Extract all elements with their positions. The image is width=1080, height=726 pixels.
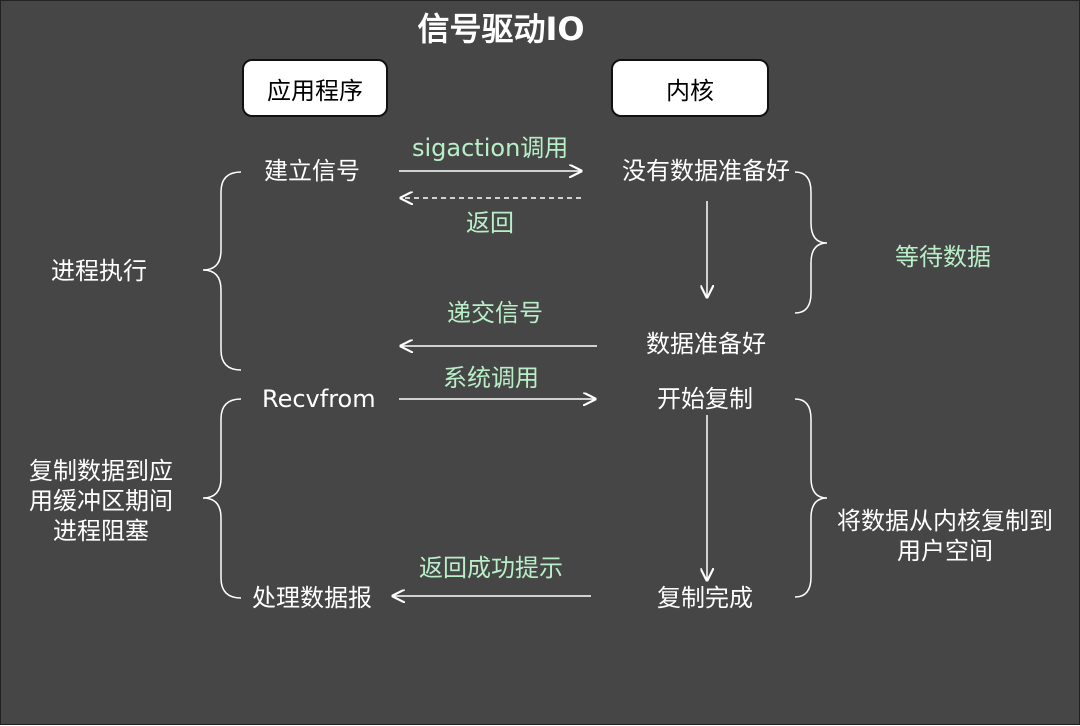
phase-copy-to-user-line: 将数据从内核复制到 <box>837 507 1053 535</box>
step-data-ready: 数据准备好 <box>646 330 766 358</box>
step-create-signal: 建立信号 <box>264 157 360 185</box>
label-sigaction-call: sigaction调用 <box>412 134 569 162</box>
kernel-column-header: 内核 <box>611 59 769 117</box>
step-no-data-ready: 没有数据准备好 <box>622 157 790 185</box>
phase-process-blocked-line: 用缓冲区期间 <box>29 487 173 515</box>
step-recvfrom: Recvfrom <box>262 385 376 413</box>
step-copy-done: 复制完成 <box>657 584 753 612</box>
label-return: 返回 <box>466 209 514 237</box>
brace-wait-data <box>794 171 828 314</box>
step-start-copy: 开始复制 <box>657 385 753 413</box>
brace-copy-to-user <box>794 398 828 598</box>
label-deliver-signal: 递交信号 <box>447 299 543 327</box>
label-return-success: 返回成功提示 <box>419 554 563 582</box>
app-column-header: 应用程序 <box>242 59 388 117</box>
phase-process-blocked: 复制数据到应 用缓冲区期间 进程阻塞 <box>23 456 179 546</box>
phase-process-blocked-line: 进程阻塞 <box>53 517 149 545</box>
diagram-title: 信号驱动IO <box>417 10 585 48</box>
label-system-call: 系统调用 <box>443 364 539 392</box>
brace-process-blocked <box>202 398 242 599</box>
step-process-data: 处理数据报 <box>252 584 372 612</box>
phase-wait-data: 等待数据 <box>895 243 991 271</box>
phase-process-blocked-line: 复制数据到应 <box>29 457 173 485</box>
phase-copy-to-user-line: 用户空间 <box>897 537 993 565</box>
phase-process-running: 进程执行 <box>51 257 147 285</box>
brace-process-running <box>202 171 242 371</box>
phase-copy-to-user: 将数据从内核复制到 用户空间 <box>827 506 1063 566</box>
